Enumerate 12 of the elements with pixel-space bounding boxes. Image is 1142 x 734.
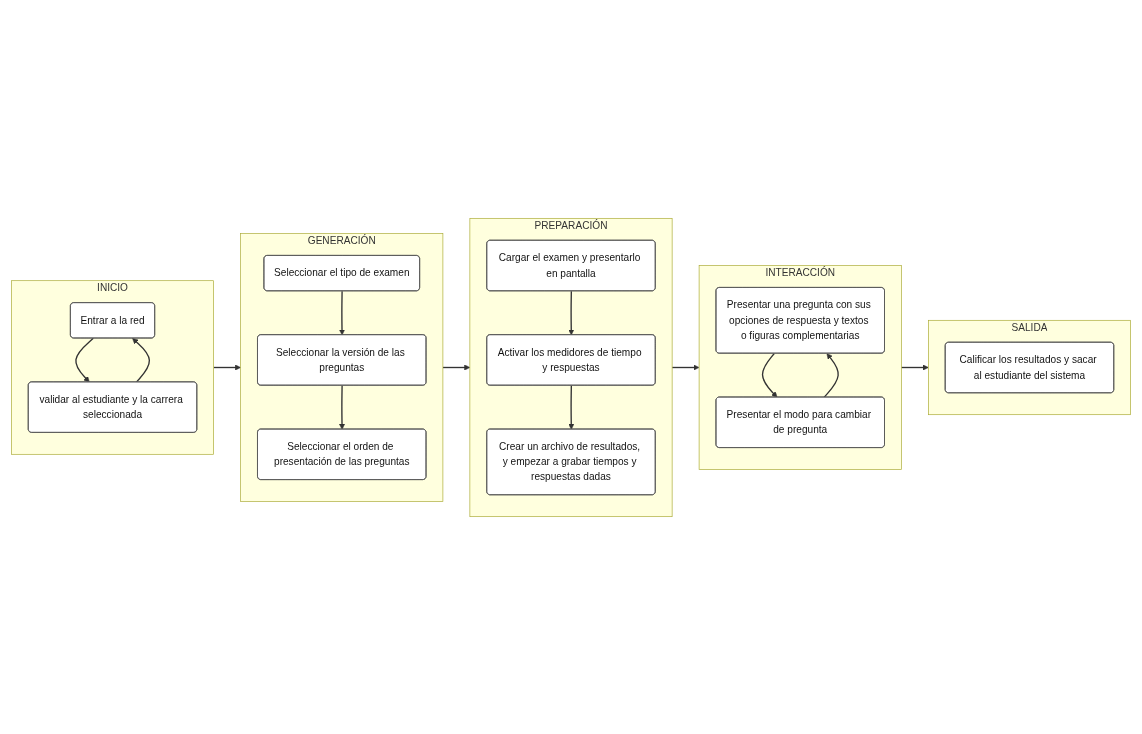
arrow — [900, 364, 929, 370]
arrow — [671, 364, 700, 370]
arrow — [568, 289, 575, 335]
arrow — [132, 337, 151, 383]
arrow — [339, 289, 345, 335]
arrow — [339, 384, 345, 430]
arrow — [823, 352, 839, 398]
arrow — [761, 352, 778, 398]
arrow — [568, 384, 575, 430]
arrow — [213, 364, 241, 370]
arrow — [75, 337, 94, 382]
arrow — [442, 364, 471, 370]
